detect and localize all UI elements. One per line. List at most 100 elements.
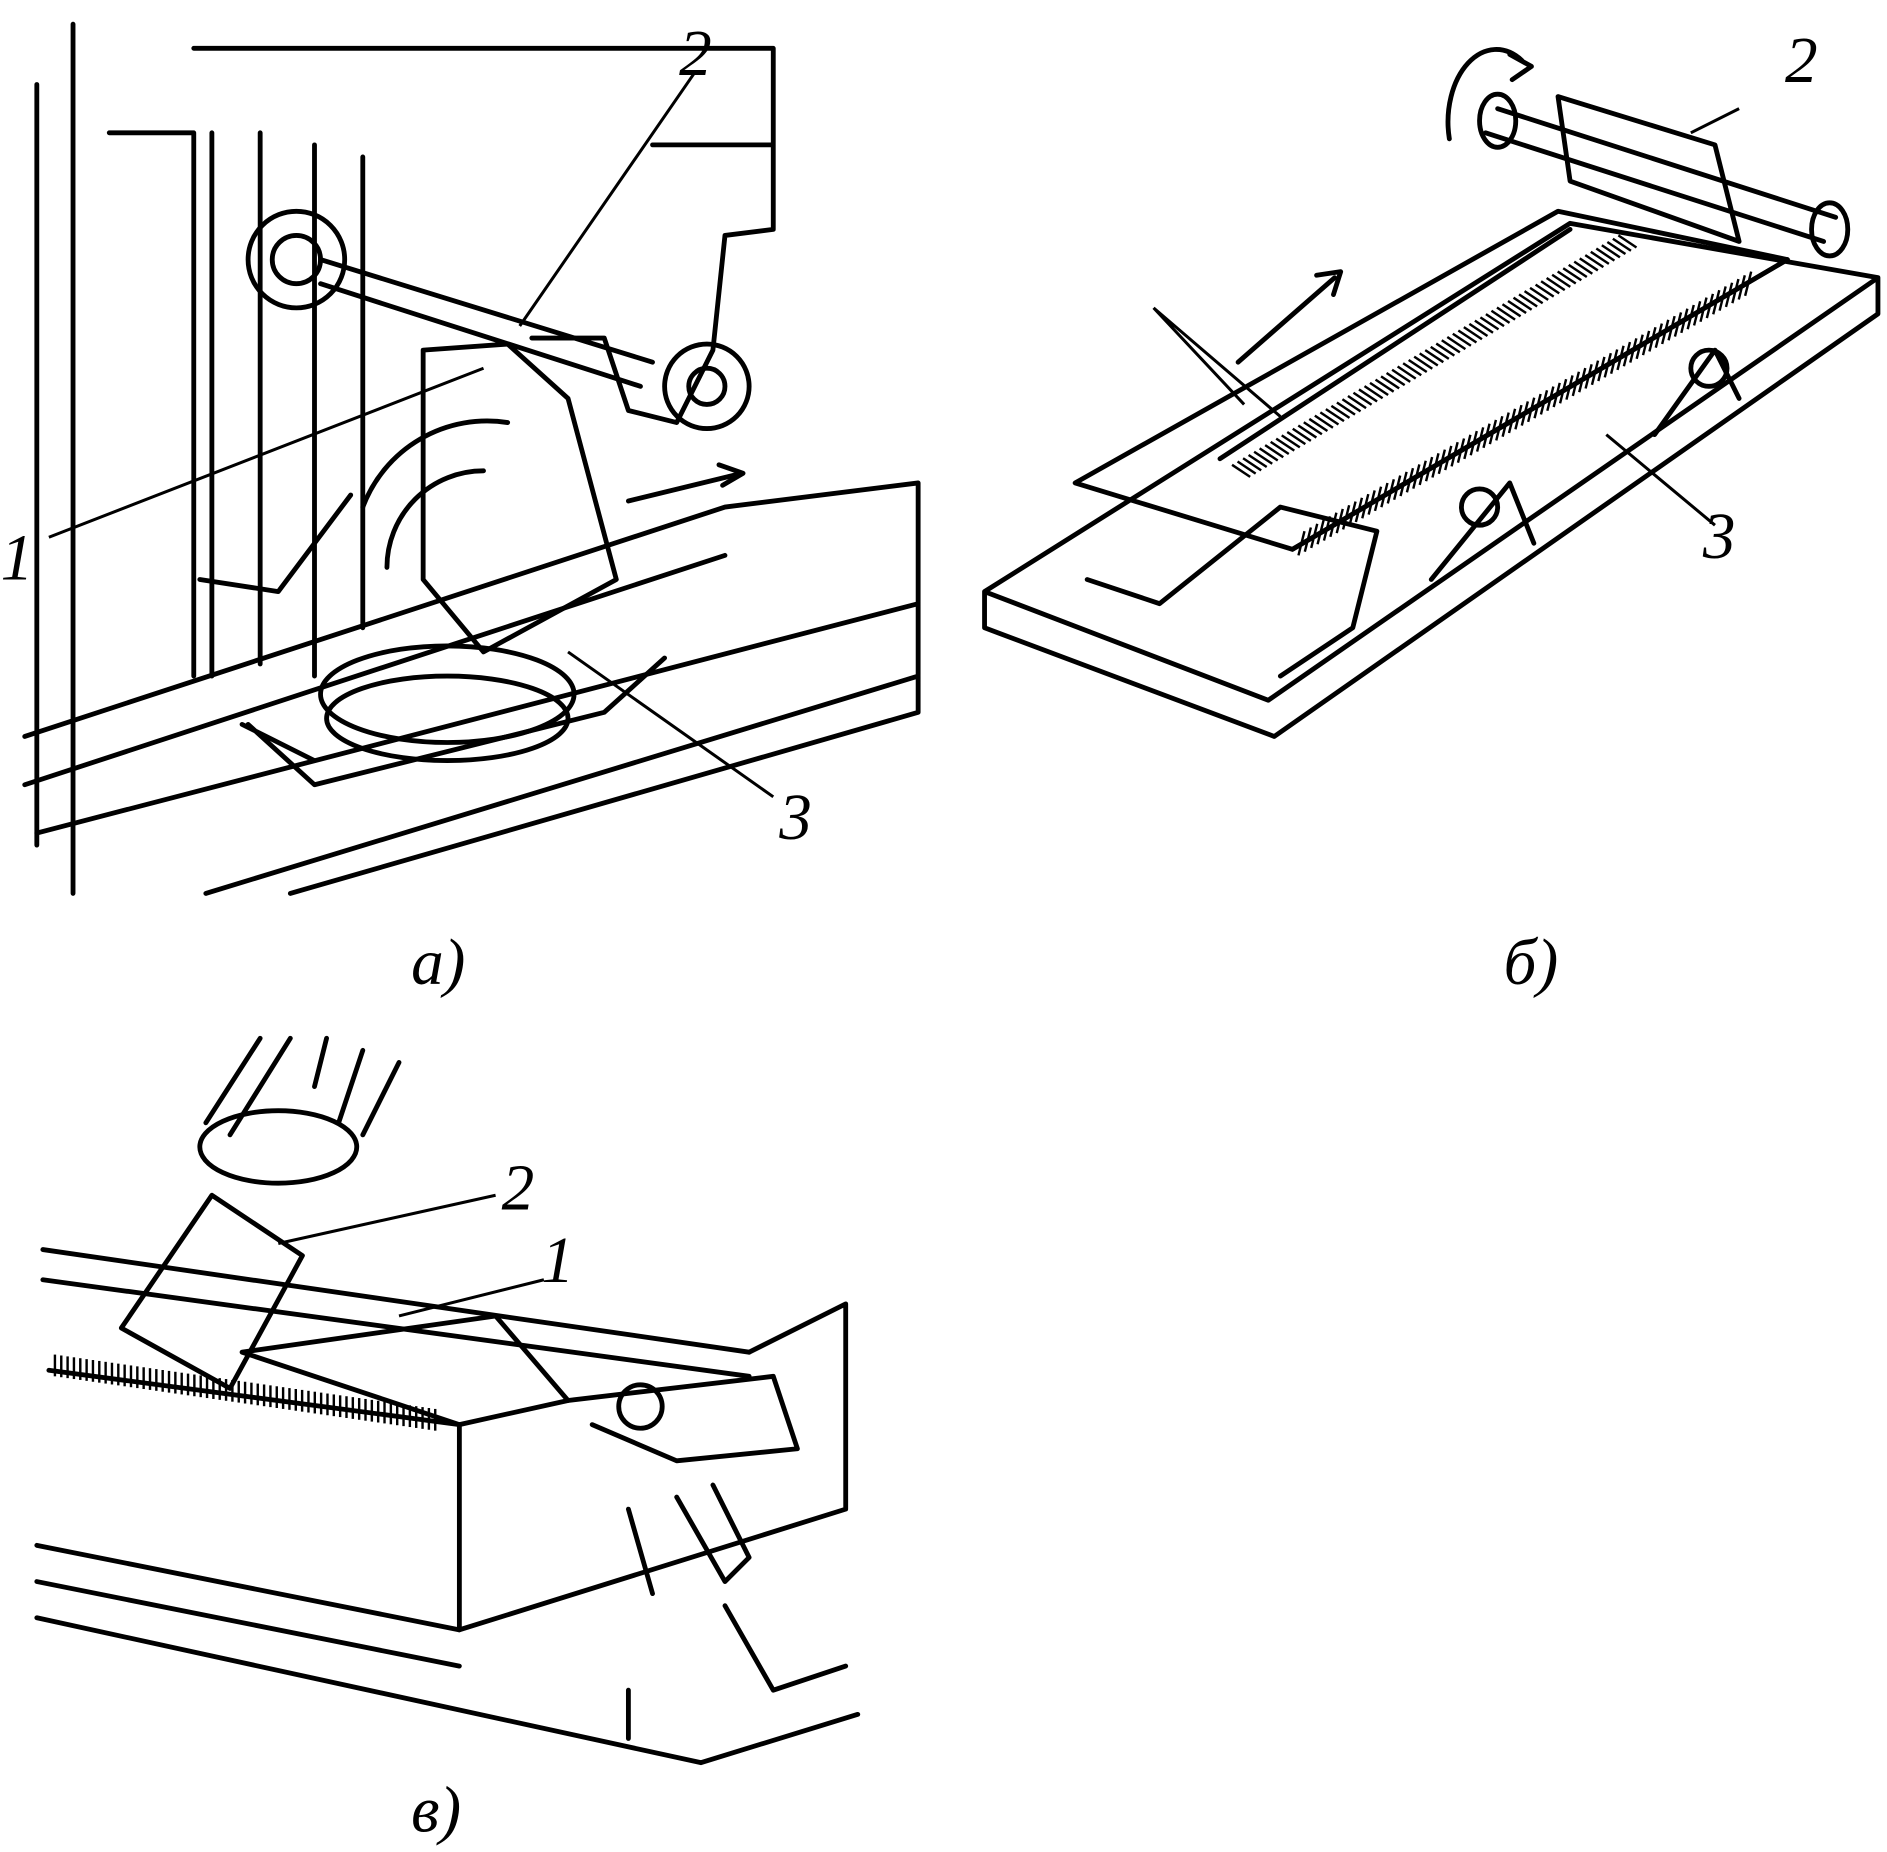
rack-tooth: [1354, 497, 1364, 523]
rack-tooth: [1424, 456, 1434, 482]
rack-tooth: [1590, 360, 1600, 386]
rack-tooth: [1557, 270, 1577, 285]
rack-tooth: [1341, 398, 1362, 413]
rack-tooth: [1363, 385, 1384, 400]
rack-tooth: [1431, 453, 1440, 478]
rack-tooth: [1325, 408, 1345, 423]
rack-tooth: [1654, 323, 1664, 348]
rack-tooth: [1622, 341, 1632, 367]
rack-tooth: [1539, 390, 1549, 415]
rack-tooth: [1514, 404, 1523, 430]
rack-tooth: [1523, 290, 1544, 305]
rack-tooth: [1495, 415, 1504, 441]
rack-tooth: [1348, 501, 1357, 526]
rack-tooth: [1335, 508, 1344, 534]
rack-tooth: [1520, 401, 1530, 426]
rack-tooth: [1281, 434, 1301, 449]
rack-tooth: [1412, 464, 1421, 489]
rack-tooth: [1571, 371, 1581, 397]
rack-tooth: [1475, 427, 1485, 452]
rack-tooth: [1367, 490, 1376, 515]
panel-a-label-2: 2: [679, 18, 712, 90]
rack-tooth: [1712, 289, 1721, 315]
rack-tooth: [1545, 277, 1566, 292]
rack-tooth: [1303, 421, 1323, 436]
rack-tooth: [1444, 445, 1453, 471]
rack-tooth: [1316, 519, 1325, 545]
panel-c-rack-teeth: [53, 1354, 437, 1431]
panel-c-label-2: 2: [502, 1153, 535, 1225]
rack-tooth: [1507, 408, 1517, 434]
rack-tooth: [1692, 301, 1702, 326]
panel-b-rack-teeth: [1231, 234, 1753, 556]
rack-tooth: [1743, 271, 1753, 297]
rack-tooth: [1731, 278, 1740, 304]
rack-tooth: [1435, 342, 1456, 357]
rack-tooth: [1479, 316, 1500, 331]
rack-tooth: [1680, 308, 1689, 334]
rack-tooth: [1303, 527, 1313, 552]
rack-tooth: [1358, 388, 1378, 403]
rack-tooth: [1341, 504, 1351, 530]
rack-tooth: [1236, 460, 1257, 475]
rack-tooth: [1527, 397, 1536, 423]
rack-tooth: [1488, 419, 1498, 445]
rack-tooth: [1482, 423, 1491, 449]
rack-tooth: [1667, 315, 1676, 341]
panel-b-label-3: 3: [1702, 501, 1736, 573]
rack-tooth: [1595, 247, 1616, 262]
panel-a-caption: а): [411, 927, 465, 999]
rack-tooth: [1463, 434, 1472, 460]
rack-tooth: [1374, 378, 1395, 393]
rack-tooth: [1430, 345, 1450, 360]
rack-tooth: [1584, 254, 1605, 269]
rack-tooth: [1322, 516, 1332, 541]
rack-tooth: [1450, 441, 1459, 467]
rack-tooth: [1270, 440, 1290, 455]
rack-tooth: [1578, 367, 1587, 393]
rack-tooth: [1562, 267, 1582, 282]
rack-tooth: [1648, 326, 1657, 352]
rack-tooth: [1352, 391, 1373, 406]
rack-tooth: [1609, 349, 1619, 374]
rack-tooth: [1297, 530, 1306, 556]
rack-tooth: [1297, 424, 1318, 439]
rack-tooth: [1308, 417, 1329, 433]
rack-tooth: [1264, 444, 1284, 459]
panel-a-label-3: 3: [778, 782, 812, 854]
rack-tooth: [1518, 293, 1538, 308]
rack-tooth: [1501, 412, 1510, 437]
panel-c-drawing: [34, 1035, 861, 1766]
rack-tooth: [1369, 381, 1389, 396]
rack-tooth: [1551, 273, 1571, 288]
panel-c-label-1: 1: [541, 1225, 574, 1297]
rack-tooth: [1373, 486, 1383, 512]
rack-tooth: [1699, 297, 1708, 323]
rack-tooth: [1490, 309, 1511, 324]
rack-tooth: [1501, 303, 1522, 318]
rack-tooth: [1579, 257, 1599, 272]
rack-tooth: [1617, 234, 1638, 249]
rack-tooth: [1496, 306, 1516, 321]
rack-tooth: [1437, 449, 1447, 475]
rack-tooth: [1405, 467, 1415, 493]
rack-tooth: [1529, 286, 1549, 301]
rack-tooth: [1253, 450, 1273, 465]
rack-tooth: [1286, 431, 1307, 446]
panel-b-caption: б): [1504, 927, 1559, 999]
rack-tooth: [1336, 401, 1356, 416]
rack-tooth: [1686, 304, 1695, 330]
rack-tooth: [1558, 378, 1568, 404]
rack-tooth: [1474, 319, 1494, 334]
rack-tooth: [1347, 394, 1367, 410]
rack-tooth: [1242, 457, 1262, 472]
rack-tooth: [1329, 512, 1338, 538]
rack-tooth: [1603, 352, 1612, 378]
rack-tooth: [1565, 375, 1574, 400]
rack-tooth: [1418, 460, 1427, 486]
rack-tooth: [1635, 334, 1644, 360]
rack-tooth: [1407, 358, 1428, 374]
rack-tooth: [1534, 283, 1555, 298]
rack-tooth: [1612, 237, 1632, 252]
rack-tooth: [1380, 482, 1389, 508]
